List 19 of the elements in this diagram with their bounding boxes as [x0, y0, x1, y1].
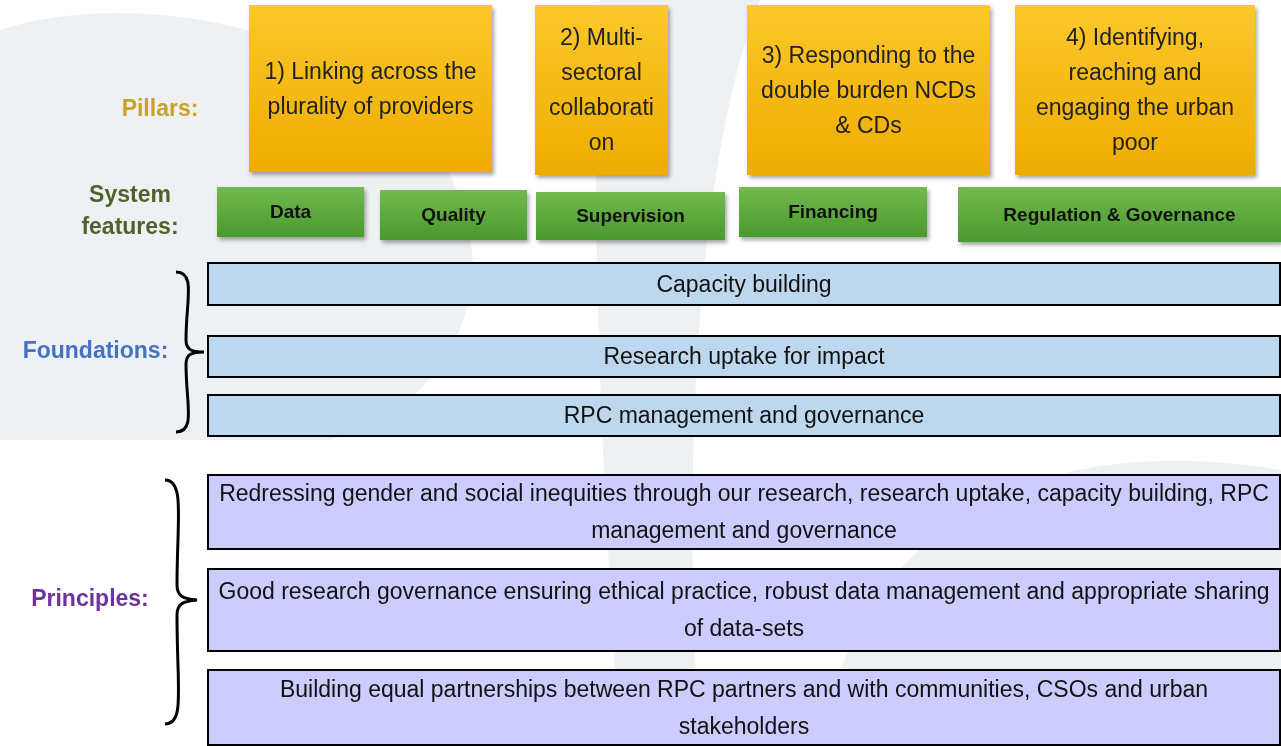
feature-box: Regulation & Governance: [958, 187, 1281, 242]
pillar-box: 4) Identifying, reaching and engaging the urban poor: [1015, 5, 1255, 175]
foundation-bar: Capacity building: [207, 262, 1281, 306]
feature-box: Data: [217, 187, 364, 237]
foundation-bar: RPC management and governance: [207, 394, 1281, 437]
principle-bar: Good research governance ensuring ethical practice, robust data management and appropriate sharing of data-sets: [207, 568, 1281, 652]
row-heading: System features:: [80, 180, 180, 241]
feature-box: Financing: [739, 187, 927, 237]
foundation-bar: Research uptake for impact: [207, 335, 1281, 378]
principle-bar: Redressing gender and social inequities through our research, research uptake, capacity building, RPC management and governance: [207, 474, 1281, 550]
row-heading: Foundations:: [21, 336, 170, 365]
pillar-box: 3) Responding to the double burden NCDs & CDs: [747, 5, 990, 175]
principle-bar: Building equal partnerships between RPC partners and with communities, CSOs and urban stakeholders: [207, 669, 1281, 746]
pillar-box: 2) Multi-sectoral collaboration: [535, 5, 668, 175]
feature-box: Quality: [380, 190, 527, 240]
row-heading: Principles:: [30, 584, 150, 613]
feature-box: Supervision: [536, 192, 725, 240]
pillar-box: 1) Linking across the plurality of providers: [249, 5, 492, 172]
row-heading: Pillars:: [120, 94, 200, 123]
